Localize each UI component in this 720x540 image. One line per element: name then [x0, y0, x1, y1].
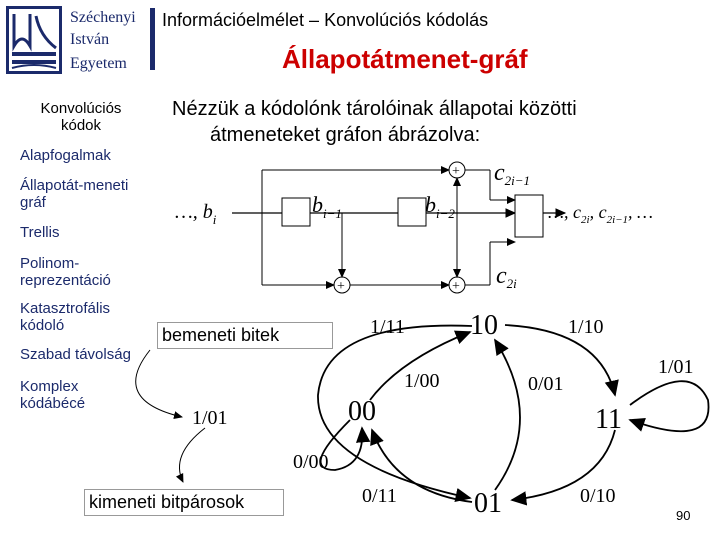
edge-10-to-01 — [317, 324, 473, 503]
label-0-10: 0/10 — [580, 485, 616, 507]
state-01: 01 — [474, 488, 502, 519]
legend-input-bits: bemeneti bitek — [157, 322, 333, 349]
svg-text:+: + — [337, 279, 345, 294]
legend-output-bitpairs: kimeneti bitpárosok — [84, 489, 284, 516]
course-title: Információelmélet – Konvolúciós kódolás — [162, 10, 489, 30]
label-1-11: 1/11 — [370, 316, 405, 338]
label-1-00: 1/00 — [404, 370, 440, 392]
input-sequence-label: …, bi — [175, 201, 217, 227]
page-number: 90 — [676, 508, 691, 523]
intro-line2: átmeneteket gráfon ábrázolva: — [210, 124, 481, 146]
university-name-line2: István — [70, 31, 110, 48]
slide-title: Állapotátmenet-gráf — [282, 44, 528, 74]
adder-top-plus: + — [452, 164, 460, 179]
c-2i-minus-1-label: c2i−1 — [494, 160, 530, 188]
edge-10-to-11 — [504, 324, 619, 397]
sidebar-item-szabad-tavolsag[interactable]: Szabad távolság — [20, 346, 131, 363]
sidebar-item-komplex-kodabece[interactable]: Komplex kódábécé — [20, 378, 86, 412]
svg-text:+: + — [452, 279, 460, 294]
edge-00-self — [319, 419, 371, 471]
state-11: 11 — [595, 404, 622, 435]
edge-01-to-10 — [494, 338, 521, 491]
university-name-line1: Széchenyi — [70, 9, 136, 26]
sidebar-item-trellis[interactable]: Trellis — [20, 224, 60, 241]
state-10: 10 — [470, 310, 498, 341]
output-switch — [514, 194, 544, 238]
university-name-line3: Egyetem — [70, 55, 127, 72]
sidebar-item-katasztrofalis-kodolo[interactable]: Katasztrofális kódoló — [20, 300, 111, 334]
sidebar-item-alapfogalmak[interactable]: Alapfogalmak — [20, 147, 111, 164]
b-i-minus-2-label: bi−2 — [425, 192, 455, 221]
edge-01-to-00 — [370, 428, 473, 503]
edge-11-to-01 — [510, 429, 616, 506]
b-i-minus-1-label: bi−1 — [312, 192, 342, 221]
label-0-11: 0/11 — [362, 485, 397, 507]
university-logo — [6, 6, 62, 74]
label-1-10: 1/10 — [568, 316, 604, 338]
intro-line1: Nézzük a kódolónk tárolóinak állapotai k… — [172, 98, 577, 120]
label-1-01: 1/01 — [658, 356, 694, 378]
label-0-01: 0/01 — [528, 373, 564, 395]
c-2i-label: c2i — [496, 263, 517, 291]
sidebar-item-polinom-reprezentacio[interactable]: Polinom-reprezentáció — [20, 255, 111, 289]
intro-text: Nézzük a kódolónk tárolóinak állapotai k… — [172, 96, 692, 148]
delay-register-2 — [397, 197, 427, 227]
sidebar-item-allapotatmeneti-graf[interactable]: Állapotát-meneti gráf — [20, 177, 129, 211]
header-separator — [150, 8, 155, 70]
legend-example-label: 1/01 — [192, 407, 228, 429]
sidebar-heading: Konvolúciós kódok — [40, 100, 122, 134]
callout-output-arrow — [175, 427, 206, 483]
delay-register-1 — [281, 197, 311, 227]
edge-11-self — [628, 380, 710, 433]
state-00: 00 — [348, 396, 376, 427]
output-sequence-label: …, c2i, c2i−1, … — [548, 202, 653, 226]
callout-input-arrow — [135, 349, 183, 420]
edge-00-to-10 — [369, 330, 472, 401]
label-0-00: 0/00 — [293, 451, 329, 473]
